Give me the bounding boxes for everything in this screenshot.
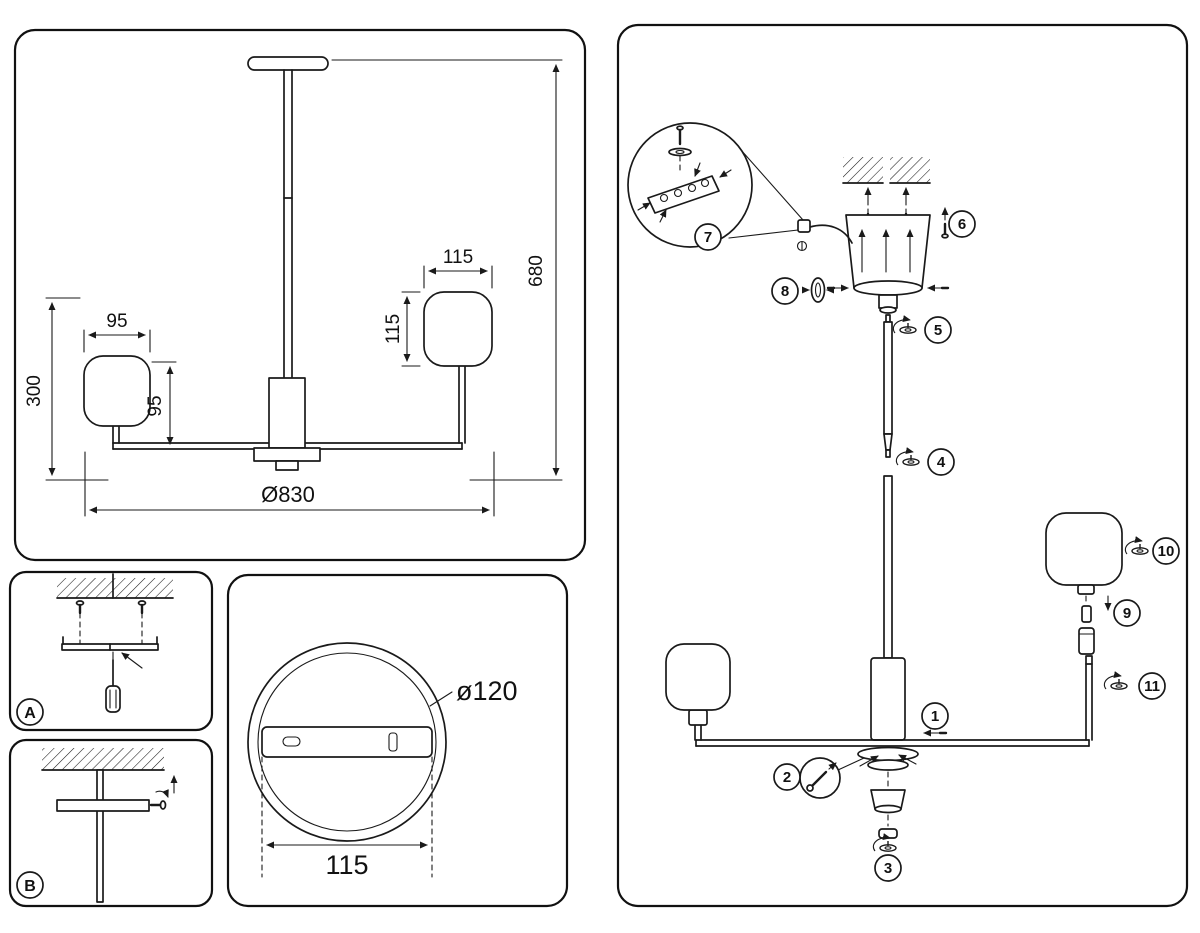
- detail-a-panel: A: [8, 570, 214, 732]
- lower-rod: [883, 475, 893, 659]
- step-9-label: 9: [1123, 605, 1131, 622]
- canopy-bracket-width-label: 115: [325, 850, 368, 880]
- step-7-label: 7: [704, 229, 712, 246]
- canopy-detail-panel: ø120 115: [226, 573, 569, 908]
- stem-rod: [96, 769, 104, 903]
- ceiling-hatch: [57, 578, 173, 598]
- dim-side-height: 300: [24, 375, 45, 407]
- step-2-label: 2: [783, 769, 791, 786]
- canopy-diameter-label: ø120: [456, 676, 518, 706]
- dim-total-height: 680: [526, 255, 547, 287]
- step-3-label: 3: [884, 860, 892, 877]
- shade-neck: [1077, 584, 1095, 595]
- step-marker-10: 10: [1152, 537, 1180, 565]
- dimension-drawing-panel: 680 115 115 95 95 300: [13, 28, 587, 562]
- bracket-slot: [282, 736, 301, 747]
- left-shade: [83, 355, 151, 427]
- canopy-plate: [56, 799, 150, 812]
- step-8-label: 8: [781, 283, 789, 300]
- detail-b-panel: B: [8, 738, 214, 908]
- dimension-lines: 680 115 115 95 95 300: [24, 59, 563, 517]
- step-marker-7: 7: [694, 223, 722, 251]
- step-marker-5: 5: [924, 316, 952, 344]
- dim-left-shade-width: 95: [106, 311, 127, 332]
- central-body: [870, 657, 906, 741]
- detail-b-badge: [16, 871, 44, 899]
- detail-b-label: B: [24, 878, 36, 895]
- washer-icon: [668, 147, 692, 157]
- lock-ring: [810, 277, 826, 303]
- lamp-socket: [1078, 627, 1095, 655]
- socket-sleeve: [1081, 605, 1092, 623]
- step-marker-2: 2: [773, 763, 801, 791]
- step-5-label: 5: [934, 322, 942, 339]
- dim-right-shade-height: 115: [383, 314, 404, 344]
- terminal-block: [647, 175, 720, 214]
- bracket-slot: [388, 732, 398, 752]
- step-marker-6: 6: [948, 210, 976, 238]
- step-1-label: 1: [931, 708, 939, 725]
- left-shade: [665, 643, 731, 711]
- step-marker-9: 9: [1113, 599, 1141, 627]
- step-4-label: 4: [937, 454, 946, 471]
- dim-overall-diameter: Ø830: [261, 482, 315, 507]
- panel-border: [8, 738, 214, 908]
- finial-part: [878, 828, 898, 839]
- hub-plate: [857, 746, 919, 762]
- detail-a-badge: [16, 698, 44, 726]
- mounting-cup: [845, 214, 931, 289]
- step-6-label: 6: [958, 216, 966, 233]
- wire: [809, 224, 853, 244]
- dim-right-shade-width: 115: [443, 247, 473, 268]
- canopy-outer-circle: [247, 642, 447, 842]
- dim-left-shade-height: 95: [145, 395, 166, 416]
- step-11-label: 11: [1144, 678, 1160, 695]
- screwdriver-icon: [105, 685, 121, 713]
- step-marker-8: 8: [771, 277, 799, 305]
- canopy-inner-circle: [257, 652, 437, 832]
- step-marker-3: 3: [874, 854, 902, 882]
- panel-border: [13, 28, 587, 562]
- left-socket: [688, 709, 708, 726]
- right-shade: [423, 291, 493, 367]
- ceiling-hatch: [843, 157, 883, 183]
- step-10-label: 10: [1158, 543, 1175, 560]
- canopy-bracket: [261, 726, 433, 758]
- ceiling-hatch: [42, 748, 164, 770]
- threaded-stub: [878, 294, 898, 309]
- step-marker-1: 1: [921, 702, 949, 730]
- ceiling-canopy: [247, 56, 329, 71]
- ceiling-hatch: [890, 157, 930, 183]
- central-body: [268, 377, 306, 449]
- right-shade: [1045, 512, 1123, 586]
- step-marker-11: 11: [1138, 672, 1166, 700]
- assembly-panel: 1 2 3 4 5 6 7 8: [616, 23, 1189, 908]
- panel-border: [616, 23, 1189, 908]
- step-marker-4: 4: [927, 448, 955, 476]
- panel-border: [8, 570, 214, 732]
- upper-rod: [883, 321, 893, 435]
- side-screw-icon: [159, 800, 167, 810]
- wire-connector: [797, 219, 811, 233]
- detail-a-label: A: [24, 705, 36, 722]
